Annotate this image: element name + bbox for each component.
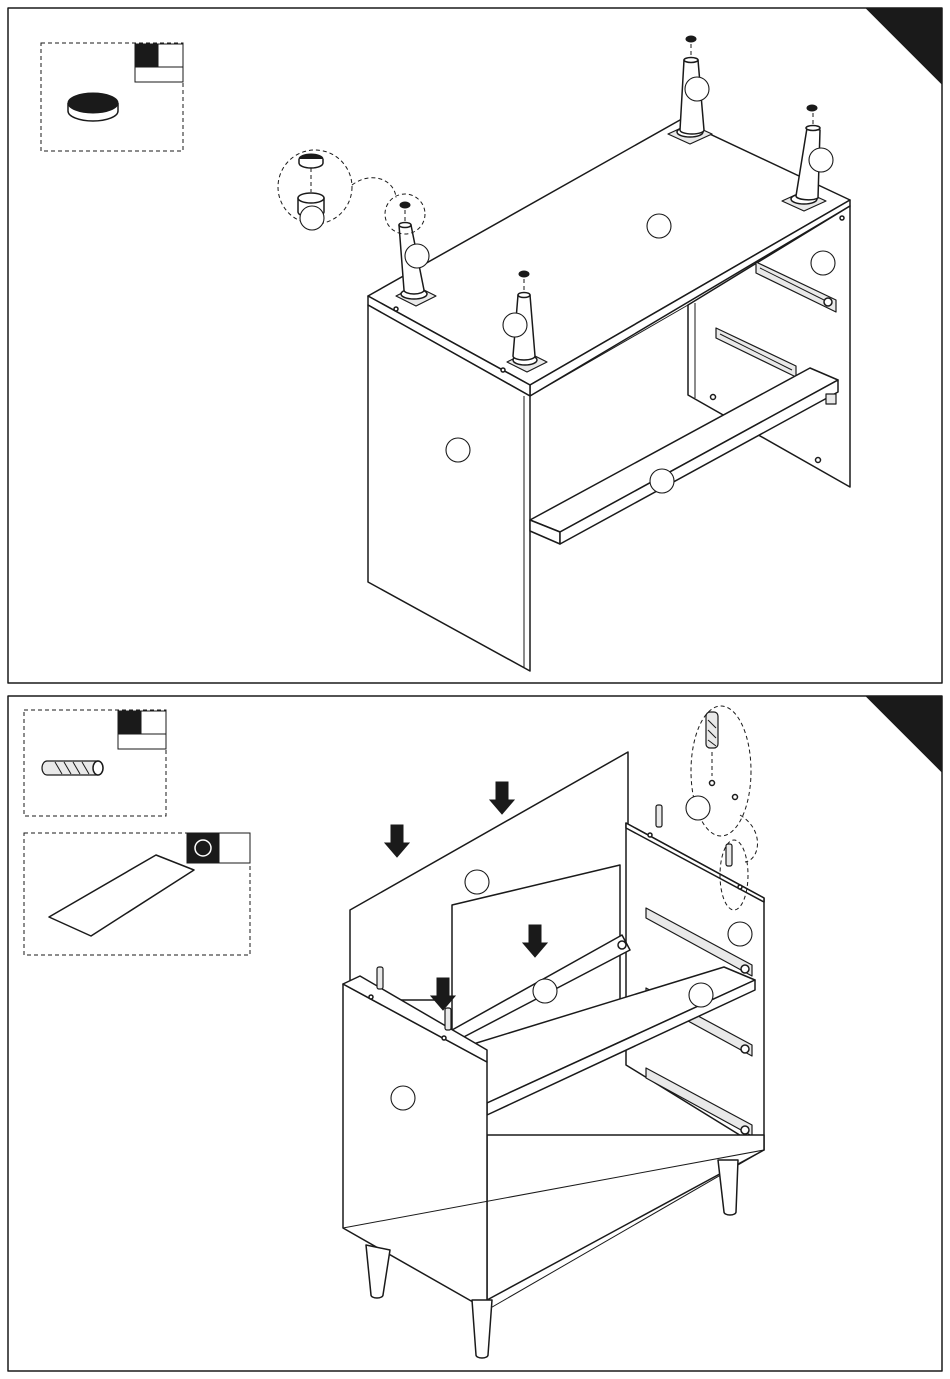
callout-leg-3 [685, 77, 709, 101]
arrow-down-icon [490, 782, 514, 814]
callout-top-panel [647, 214, 671, 238]
callout-back-panel [465, 870, 489, 894]
callout-leg-2 [503, 313, 527, 337]
callout-middle-rail [533, 979, 557, 1003]
callout-leg-1 [405, 244, 429, 268]
quantity-tag-marker [136, 45, 157, 66]
felt-pad-detail-circle [278, 150, 396, 224]
callout-back-rail [650, 469, 674, 493]
cabinet-carcass-inverted [368, 120, 850, 671]
felt-pad-icon [68, 93, 118, 121]
arrow-down-icon [385, 825, 409, 857]
callout-side-panel-right [811, 251, 835, 275]
leg-front-left [366, 1245, 390, 1298]
step-1-number-corner [866, 8, 942, 84]
callout-side-panel-left [446, 438, 470, 462]
callout-felt-pad [300, 206, 324, 230]
step-2-number-corner [866, 696, 942, 772]
step-1-panel [8, 8, 942, 683]
callout-dowel-detail [686, 796, 710, 820]
dowel-icon [42, 761, 103, 775]
leg-front-right [472, 1300, 492, 1358]
callout-divider [689, 983, 713, 1007]
step-1-hardware-box [41, 43, 183, 151]
callout-right-side [728, 922, 752, 946]
step-2-hardware-board-box [24, 833, 250, 955]
leg-back-right [718, 1160, 738, 1215]
callout-leg-4 [809, 148, 833, 172]
callout-left-side [391, 1086, 415, 1110]
board-icon [49, 855, 194, 936]
step-2-hardware-dowel-box [24, 710, 166, 816]
step-2-panel [8, 696, 942, 1371]
